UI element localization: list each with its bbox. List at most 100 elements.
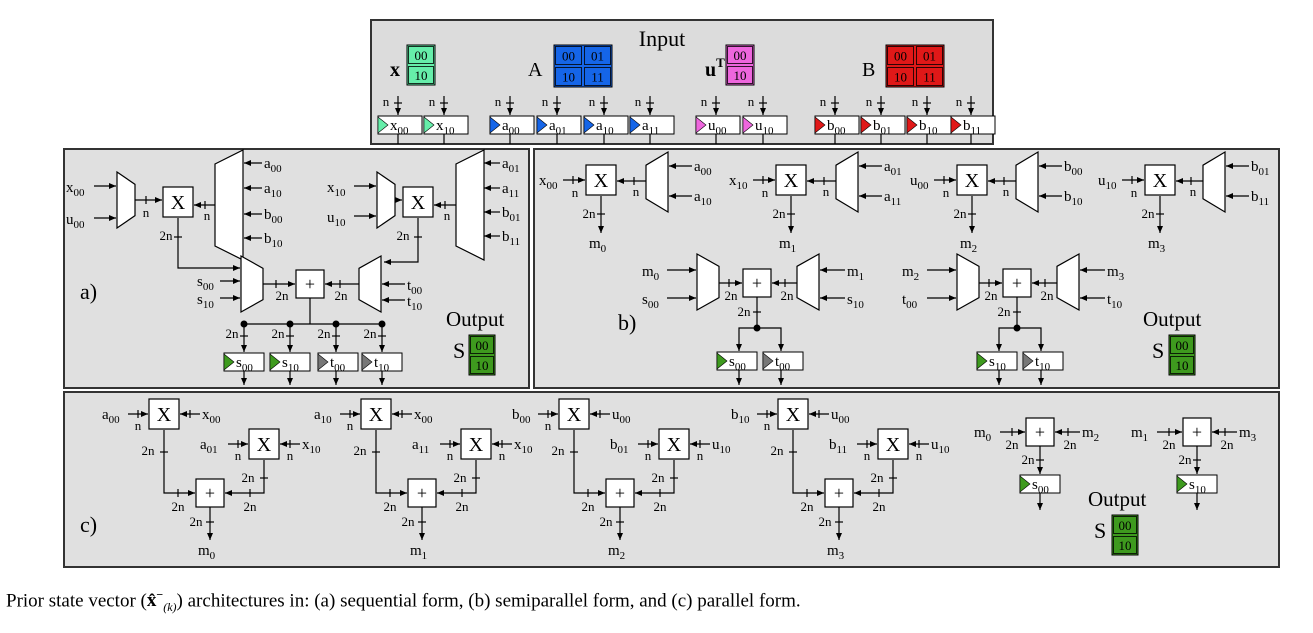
bus-width-label: 2n bbox=[1163, 437, 1177, 452]
output-name-a: S bbox=[453, 338, 465, 363]
wire bbox=[854, 460, 894, 496]
vector-u-cell bbox=[727, 46, 753, 64]
junction-dot bbox=[378, 320, 386, 328]
bus-width-label: 2n bbox=[364, 326, 378, 341]
bus-width-label: n bbox=[589, 94, 596, 109]
caption-subscript: (k) bbox=[163, 600, 177, 615]
panel-c bbox=[63, 391, 1280, 568]
multiplier-label: X bbox=[411, 192, 426, 214]
output-title-a: Output bbox=[446, 307, 505, 331]
register-b01: b01 bbox=[873, 118, 892, 137]
output-name-b: S bbox=[1152, 338, 1164, 363]
multiplier-label: X bbox=[369, 404, 384, 426]
multiplier-label: X bbox=[157, 404, 172, 426]
caption-suffix: ) architectures in: (a) sequential form,… bbox=[176, 590, 801, 612]
signal-b00: b00 bbox=[1064, 159, 1083, 178]
multiplier-block bbox=[162, 186, 194, 218]
adder-block bbox=[195, 478, 225, 508]
bus-width-label: 2n bbox=[402, 514, 416, 529]
adder-label: + bbox=[834, 483, 844, 503]
signal-m2: m2 bbox=[1082, 425, 1099, 444]
output-matrix-a-cell bbox=[470, 336, 494, 354]
matrix-b-cell-text: 00 bbox=[894, 49, 907, 64]
bus-width-label: 2n bbox=[142, 443, 156, 458]
bus-width-label: n bbox=[762, 185, 769, 200]
bus-width-label: n bbox=[447, 448, 454, 463]
bus-width-label: n bbox=[701, 94, 708, 109]
bus-width-label: n bbox=[912, 94, 919, 109]
multiplier-label: X bbox=[786, 404, 801, 426]
multiplier-block bbox=[956, 164, 988, 196]
signal-a10: a10 bbox=[264, 181, 282, 200]
output-matrix-c-cell-text: 10 bbox=[1119, 538, 1132, 553]
bus-width-label: n bbox=[429, 94, 436, 109]
wire bbox=[163, 430, 195, 496]
signal-m0: m0 bbox=[642, 264, 660, 283]
multiplier-label: X bbox=[886, 434, 901, 456]
register-clock-marker bbox=[269, 353, 281, 371]
wire bbox=[792, 430, 824, 496]
multiplier-label: X bbox=[667, 434, 682, 456]
bus-width-label: 2n bbox=[954, 206, 968, 221]
multiplier-label: X bbox=[594, 170, 609, 192]
signal-a11: a11 bbox=[884, 189, 901, 208]
signal-b10: b10 bbox=[731, 407, 750, 426]
signal-b00: b00 bbox=[264, 207, 283, 226]
multiplexer bbox=[645, 150, 669, 214]
signal-x10: x10 bbox=[514, 437, 533, 456]
bus-width-label: n bbox=[542, 94, 549, 109]
register-a01: a01 bbox=[549, 118, 567, 137]
output-matrix-a-cell bbox=[470, 356, 494, 374]
signal-s00: s00 bbox=[642, 292, 659, 311]
signal-a11: a11 bbox=[412, 437, 429, 456]
bus-width-label: 2n bbox=[773, 206, 787, 221]
register-x00: x00 bbox=[390, 118, 409, 137]
multiplier-block bbox=[402, 186, 434, 218]
bus-width-label: 2n bbox=[242, 470, 256, 485]
bus-width-label: 2n bbox=[456, 499, 470, 514]
bus-width-label: 2n bbox=[354, 443, 368, 458]
multiplier-block bbox=[658, 428, 690, 460]
vector-x-cell-text: 10 bbox=[415, 68, 428, 83]
signal-x10: x10 bbox=[327, 180, 346, 199]
vector-x-cell-text: 00 bbox=[415, 48, 428, 63]
multiplexer bbox=[116, 170, 136, 230]
signal-b01: b01 bbox=[610, 437, 629, 456]
register-clock-marker bbox=[489, 116, 501, 134]
wire bbox=[437, 460, 477, 496]
adder-block bbox=[407, 478, 437, 508]
bus-width-label: n bbox=[633, 184, 640, 199]
multiplexer bbox=[240, 254, 264, 314]
wire bbox=[996, 327, 1017, 351]
bus-width-label: n bbox=[383, 94, 390, 109]
bus-width-label: n bbox=[143, 205, 150, 220]
signal-s00: s00 bbox=[197, 274, 214, 293]
adder-block bbox=[295, 269, 325, 299]
signal-a00: a00 bbox=[694, 159, 712, 178]
matrix-b-cell-text: 11 bbox=[923, 70, 936, 85]
signal-x10: x10 bbox=[302, 437, 321, 456]
matrix-a-fill bbox=[553, 44, 613, 88]
signal-x00: x00 bbox=[66, 180, 85, 199]
output-title-c: Output bbox=[1088, 487, 1147, 511]
adder-label: + bbox=[1035, 422, 1045, 442]
junction-dot bbox=[286, 320, 294, 328]
signal-a10: a10 bbox=[314, 407, 332, 426]
output-matrix-b-fill bbox=[1168, 334, 1196, 376]
bus-width-label: 2n bbox=[654, 499, 668, 514]
multiplexer bbox=[455, 149, 485, 261]
caption-prefix: Prior state vector ( bbox=[6, 590, 147, 612]
bus-width-label: n bbox=[572, 185, 579, 200]
register-b11: b11 bbox=[963, 118, 981, 137]
wire bbox=[1017, 327, 1044, 351]
bus-width-label: 2n bbox=[871, 470, 885, 485]
register-clock-marker bbox=[423, 116, 435, 134]
register-clock-marker bbox=[223, 353, 235, 371]
bus-width-label: n bbox=[697, 448, 704, 463]
matrix-a-cell bbox=[555, 46, 582, 65]
multiplier-block bbox=[777, 398, 809, 430]
signal-m0: m0 bbox=[974, 425, 992, 444]
register-u10: u10 bbox=[755, 118, 774, 137]
bus-width-label: n bbox=[444, 208, 451, 223]
